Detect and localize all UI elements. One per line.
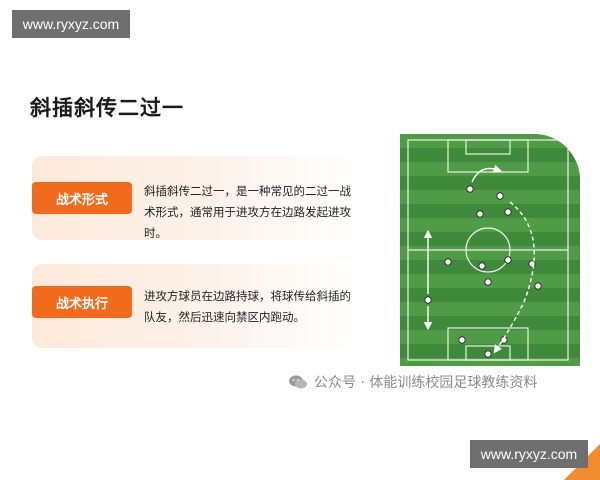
tactic-execution-tag: 战术执行 <box>32 286 132 318</box>
player <box>534 282 542 290</box>
watermark-top-left: www.ryxyz.com <box>12 10 130 38</box>
player <box>496 192 504 200</box>
player <box>504 208 512 216</box>
tactic-form-tag: 战术形式 <box>32 182 132 214</box>
credit-text: 公众号 · 体能训练校园足球教练资料 <box>314 375 538 391</box>
player <box>484 350 492 358</box>
player <box>484 278 492 286</box>
player <box>528 260 536 268</box>
wechat-icon <box>289 375 307 389</box>
player <box>424 296 432 304</box>
pitch-lines <box>407 139 569 361</box>
player <box>458 336 466 344</box>
player <box>478 262 486 270</box>
player <box>476 210 484 218</box>
tactics-pitch-diagram <box>400 134 580 366</box>
player <box>466 185 474 193</box>
watermark-bottom-right: www.ryxyz.com <box>470 440 588 468</box>
player <box>504 256 512 264</box>
page-title: 斜插斜传二过一 <box>30 96 184 120</box>
tactic-form-text: 斜插斜传二过一，是一种常见的二过一战术形式，通常用于进攻方在边路发起进攻时。 <box>144 184 351 240</box>
movement-arrows <box>423 164 535 354</box>
pitch-svg <box>400 134 580 366</box>
tactic-execution-text: 进攻方球员在边路持球，将球传给斜插的队友，然后迅速向禁区内跑动。 <box>144 289 351 324</box>
players <box>424 185 542 358</box>
tactic-execution-row: 战术执行 进攻方球员在边路持球，将球传给斜插的队友，然后迅速向禁区内跑动。 <box>32 264 360 348</box>
credit-line: 公众号 · 体能训练校园足球教练资料 <box>288 372 537 392</box>
tactic-form-row: 战术形式 斜插斜传二过一，是一种常见的二过一战术形式，通常用于进攻方在边路发起进… <box>32 156 360 240</box>
player <box>444 258 452 266</box>
